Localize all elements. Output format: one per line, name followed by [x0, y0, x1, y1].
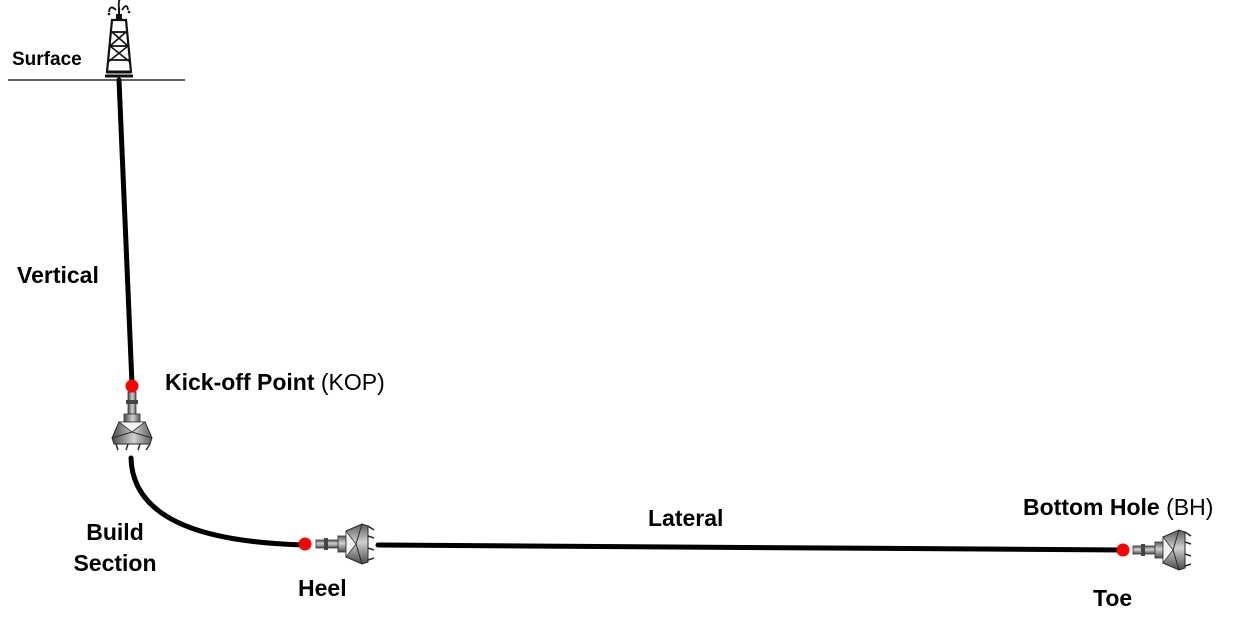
- build-section-curve: [128, 455, 308, 548]
- kop-label-abbr: (KOP): [320, 369, 385, 395]
- toe-marker: [1116, 543, 1130, 557]
- build-section-line-2: Section: [73, 550, 157, 576]
- toe-label: Toe: [1093, 585, 1133, 611]
- bottom-hole-label-name: Bottom Hole: [1023, 494, 1160, 520]
- kop-marker: [125, 379, 139, 393]
- well-path: [116, 77, 135, 387]
- lateral-label: Lateral: [648, 505, 724, 531]
- drill-bit-icon: [111, 391, 153, 451]
- drilling-rig-icon: [105, 0, 133, 78]
- lateral-path: [375, 542, 1126, 553]
- build-section-label: Build Section: [68, 517, 162, 579]
- surface-label: Surface: [12, 49, 82, 70]
- drill-bit-icon: [1132, 529, 1192, 571]
- kop-label: Kick-off Point (KOP): [165, 371, 385, 394]
- build-section-line-1: Build: [86, 519, 144, 545]
- drill-bit-icon: [315, 523, 375, 565]
- heel-marker: [298, 537, 312, 551]
- bottom-hole-label: Bottom Hole (BH): [1023, 496, 1213, 519]
- vertical-label: Vertical: [17, 262, 99, 288]
- bottom-hole-label-abbr: (BH): [1166, 494, 1214, 520]
- kop-label-name: Kick-off Point: [165, 369, 315, 395]
- heel-label: Heel: [298, 575, 347, 601]
